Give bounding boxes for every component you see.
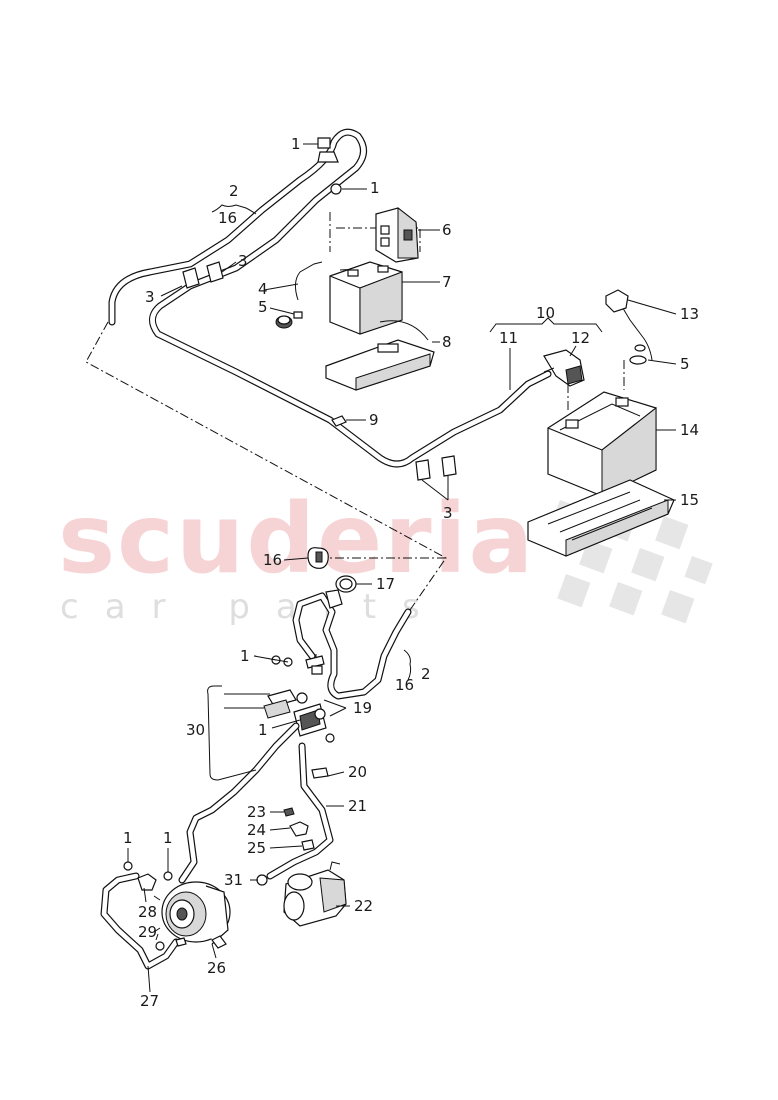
cable-connector-16 xyxy=(307,547,329,569)
callout-22: 22 xyxy=(354,897,373,915)
callout-17: 17 xyxy=(376,575,395,593)
callout-12: 12 xyxy=(571,329,590,347)
battery-tray-large xyxy=(527,479,675,557)
ground-strap-upper xyxy=(275,261,323,329)
callout-1: 1 xyxy=(163,829,173,847)
callout-24: 24 xyxy=(247,821,266,839)
bolt-9 xyxy=(331,415,347,427)
callout-5: 5 xyxy=(680,355,690,373)
sealing-ring-17 xyxy=(335,575,357,593)
battery-cable-lower xyxy=(292,589,412,700)
callout-1: 1 xyxy=(258,721,268,739)
leader-lines xyxy=(127,143,677,993)
callout-10: 10 xyxy=(536,304,555,322)
watermark-brand: scuderia xyxy=(58,483,535,595)
callout-9: 9 xyxy=(369,411,379,429)
callout-16: 16 xyxy=(263,551,282,569)
callout-19: 19 xyxy=(353,699,372,717)
ground-cable-13 xyxy=(605,289,653,365)
starter-cable-21 xyxy=(266,742,334,880)
callout-20: 20 xyxy=(348,763,367,781)
battery-terminal xyxy=(543,349,585,387)
callout-11: 11 xyxy=(499,329,518,347)
callout-27: 27 xyxy=(140,992,159,1010)
callout-16: 16 xyxy=(395,676,414,694)
callout-15: 15 xyxy=(680,491,699,509)
callout-5: 5 xyxy=(258,298,268,316)
junction-box-30 xyxy=(263,689,335,743)
callout-1: 1 xyxy=(123,829,133,847)
callout-2: 2 xyxy=(229,182,239,200)
callout-8: 8 xyxy=(442,333,452,351)
callout-21: 21 xyxy=(348,797,367,815)
callout-2: 2 xyxy=(421,665,431,683)
ground-cable-27 xyxy=(100,861,187,970)
callout-14: 14 xyxy=(680,421,699,439)
starter-motor-22 xyxy=(283,861,347,927)
bolt-31 xyxy=(256,874,268,886)
bracket-24 xyxy=(289,821,309,837)
callout-31: 31 xyxy=(224,871,243,889)
callout-labels: 1 1 2 16 3 3 4 5 6 7 8 9 10 11 12 13 5 1… xyxy=(123,135,699,1010)
callout-4: 4 xyxy=(258,280,268,298)
fuse-box xyxy=(375,206,419,263)
checkered-flag-icon xyxy=(551,500,713,624)
callout-3: 3 xyxy=(238,252,248,270)
callout-26: 26 xyxy=(207,959,226,977)
callout-13: 13 xyxy=(680,305,699,323)
alternator-cable-30 xyxy=(178,722,300,884)
nut-25 xyxy=(301,839,315,851)
callout-3: 3 xyxy=(145,288,155,306)
callout-16: 16 xyxy=(218,209,237,227)
callout-7: 7 xyxy=(442,273,452,291)
small-battery xyxy=(329,261,403,335)
battery-cable-main xyxy=(108,128,552,468)
callout-6: 6 xyxy=(442,221,452,239)
callout-28: 28 xyxy=(138,903,157,921)
callout-25: 25 xyxy=(247,839,266,857)
cable-clamps-upper xyxy=(182,261,457,481)
callout-1: 1 xyxy=(291,135,301,153)
nuts-lower xyxy=(271,655,325,675)
watermark: scuderia car parts xyxy=(58,483,713,627)
callout-1: 1 xyxy=(240,647,250,665)
callout-23: 23 xyxy=(247,803,266,821)
callout-29: 29 xyxy=(138,923,157,941)
main-battery xyxy=(547,391,657,497)
callout-1: 1 xyxy=(370,179,380,197)
alternator-26 xyxy=(153,881,231,949)
watermark-subtitle: car parts xyxy=(60,587,446,627)
battery-tray-small xyxy=(325,320,435,391)
nuts-upper xyxy=(317,137,342,195)
bolt-23 xyxy=(283,807,295,817)
callout-30: 30 xyxy=(186,721,205,739)
callout-3: 3 xyxy=(443,504,453,522)
